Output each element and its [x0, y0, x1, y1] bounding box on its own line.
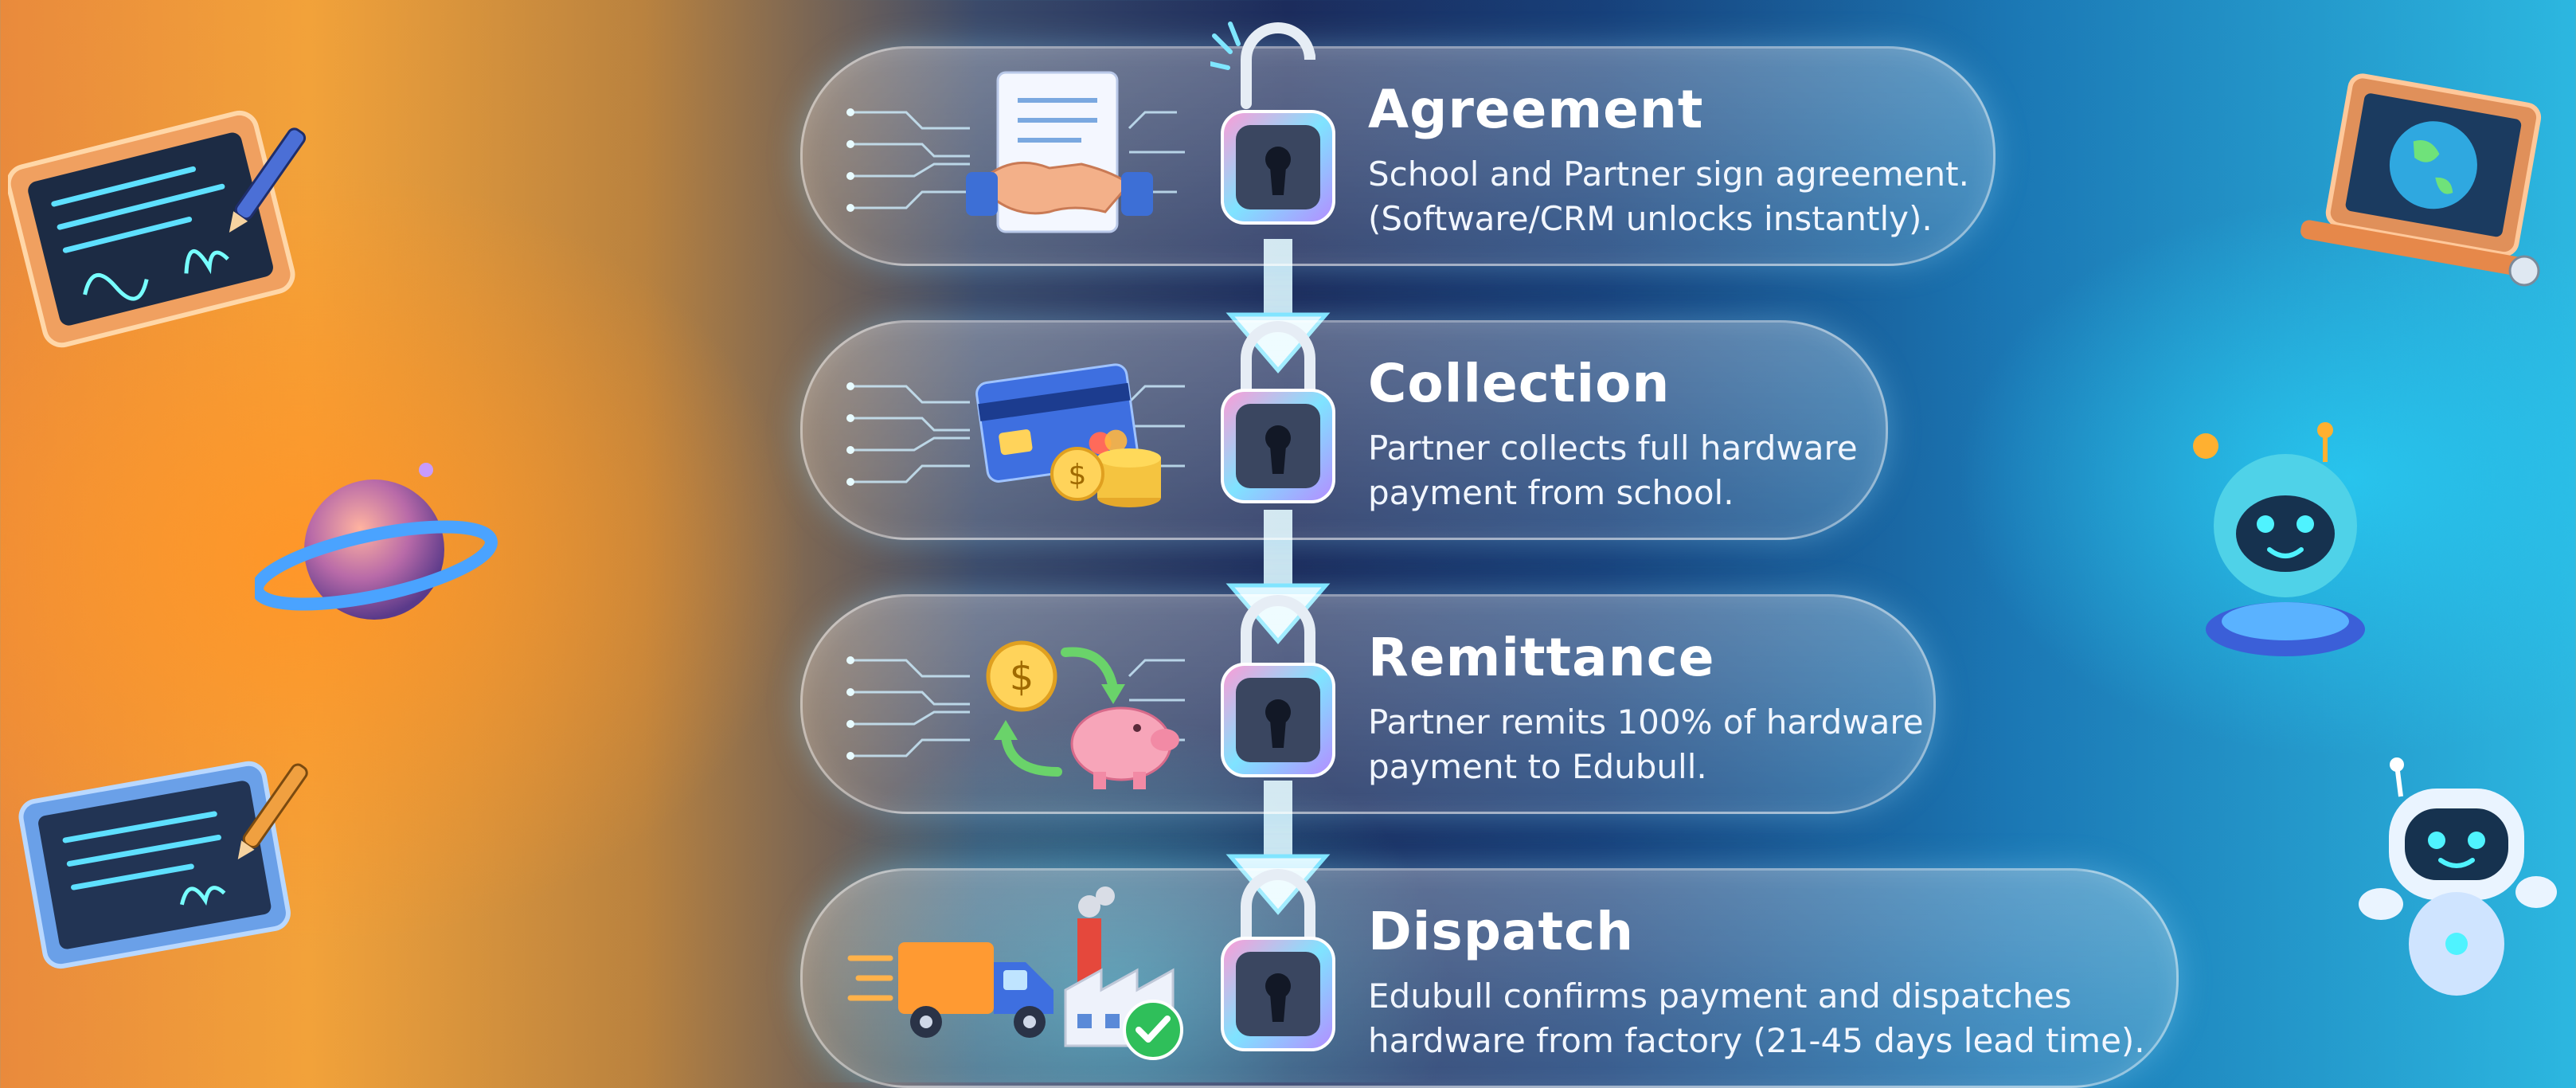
tablet-signature-icon [8, 110, 307, 348]
locked-padlock-icon [1221, 321, 1335, 503]
unlocked-padlock-icon [1210, 22, 1335, 225]
laptop-globe-icon [2300, 73, 2542, 287]
step-title: Agreement [1368, 79, 1704, 140]
step-description: School and Partner sign agreement. (Soft… [1368, 155, 1969, 238]
planet-icon [255, 463, 498, 620]
truck-factory-icon [847, 886, 1183, 1060]
dollar-piggy-bank-icon: $ [846, 640, 1185, 789]
step-title: Dispatch [1368, 901, 1635, 962]
handshake-contract-icon [846, 71, 1185, 233]
step-title: Remittance [1368, 627, 1715, 688]
step-description: Edubull confirms payment and dispatches … [1368, 976, 2145, 1060]
credit-card-coins-icon: $ [846, 363, 1185, 507]
locked-padlock-icon [1221, 595, 1335, 777]
tablet-checklist-icon [18, 761, 308, 969]
step-card-agreement: Agreement School and Partner sign agreem… [800, 46, 1996, 266]
step-title: Collection [1368, 353, 1671, 414]
step-card-collection: $ Collection Partner collects full hardw… [800, 320, 1888, 540]
svg-text:$: $ [1069, 459, 1087, 491]
svg-text:$: $ [1010, 655, 1034, 699]
robot-globe-icon [2193, 422, 2365, 656]
step-description: Partner collects full hardware payment f… [1368, 429, 1858, 512]
locked-padlock-icon [1221, 869, 1335, 1051]
step-card-remittance: $ Remittance Partner remits 100% of hard… [800, 594, 1936, 814]
step-card-dispatch: Dispatch Edubull confirms payment and di… [800, 868, 2179, 1088]
robot-mascot-icon [2359, 757, 2557, 996]
step-description: Partner remits 100% of hardware payment … [1368, 703, 1924, 786]
